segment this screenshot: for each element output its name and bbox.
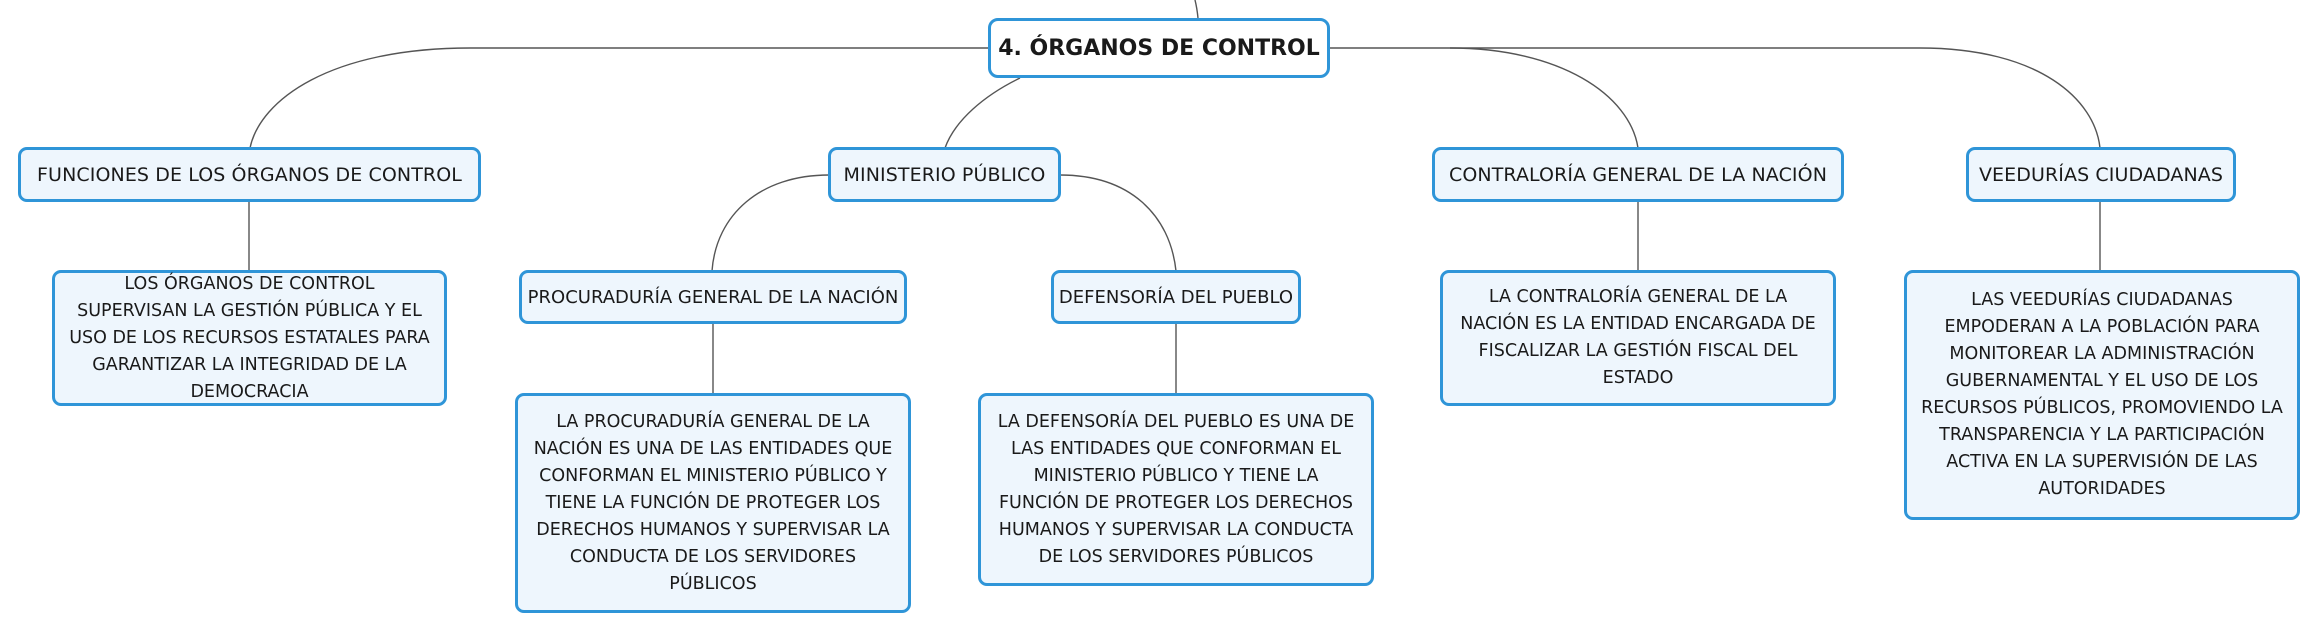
topic-ministerio[interactable]: MINISTERIO PÚBLICO <box>828 147 1061 202</box>
connector-ministerio-procuraduria <box>711 174 830 272</box>
connector-root-funciones <box>249 47 988 149</box>
topic-funciones-label: FUNCIONES DE LOS ÓRGANOS DE CONTROL <box>37 163 462 186</box>
description-defensoria[interactable]: LA DEFENSORÍA DEL PUEBLO ES UNA DE LAS E… <box>978 393 1374 586</box>
subtopic-defensoria-label: DEFENSORÍA DEL PUEBLO <box>1058 286 1294 308</box>
description-contraloria-text: LA CONTRALORÍA GENERAL DE LA NACIÓN ES L… <box>1460 287 1816 388</box>
topic-contraloria[interactable]: CONTRALORÍA GENERAL DE LA NACIÓN <box>1432 147 1844 202</box>
connector-ministerio-defensoria <box>1059 174 1177 272</box>
connector-root-ministerio <box>944 77 1021 149</box>
topic-veedurias[interactable]: VEEDURÍAS CIUDADANAS <box>1966 147 2236 202</box>
connector-root-contraloria <box>1330 47 1639 149</box>
description-defensoria-text: LA DEFENSORÍA DEL PUEBLO ES UNA DE LAS E… <box>997 411 1355 567</box>
description-procuraduria-text: LA PROCURADURÍA GENERAL DE LA NACIÓN ES … <box>533 411 893 594</box>
description-funciones[interactable]: LOS ÓRGANOS DE CONTROL SUPERVISAN LA GES… <box>52 270 447 406</box>
root-node[interactable]: 4. ÓRGANOS DE CONTROL <box>988 18 1330 78</box>
connector-root-top <box>1194 0 1199 19</box>
description-contraloria[interactable]: LA CONTRALORÍA GENERAL DE LA NACIÓN ES L… <box>1440 270 1836 406</box>
subtopic-procuraduria[interactable]: PROCURADURÍA GENERAL DE LA NACIÓN <box>519 270 907 324</box>
subtopic-procuraduria-label: PROCURADURÍA GENERAL DE LA NACIÓN <box>527 286 899 308</box>
topic-ministerio-label: MINISTERIO PÚBLICO <box>843 163 1046 186</box>
description-veedurias[interactable]: LAS VEEDURÍAS CIUDADANAS EMPODERAN A LA … <box>1904 270 2300 520</box>
subtopic-defensoria[interactable]: DEFENSORÍA DEL PUEBLO <box>1051 270 1301 324</box>
description-veedurias-text: LAS VEEDURÍAS CIUDADANAS EMPODERAN A LA … <box>1921 290 2283 499</box>
description-procuraduria[interactable]: LA PROCURADURÍA GENERAL DE LA NACIÓN ES … <box>515 393 911 613</box>
description-funciones-text: LOS ÓRGANOS DE CONTROL SUPERVISAN LA GES… <box>69 273 430 402</box>
topic-contraloria-label: CONTRALORÍA GENERAL DE LA NACIÓN <box>1448 163 1828 186</box>
topic-veedurias-label: VEEDURÍAS CIUDADANAS <box>1978 163 2224 186</box>
root-label: 4. ÓRGANOS DE CONTROL <box>998 35 1320 61</box>
topic-funciones[interactable]: FUNCIONES DE LOS ÓRGANOS DE CONTROL <box>18 147 481 202</box>
connector-root-veedurias <box>1450 47 2101 149</box>
